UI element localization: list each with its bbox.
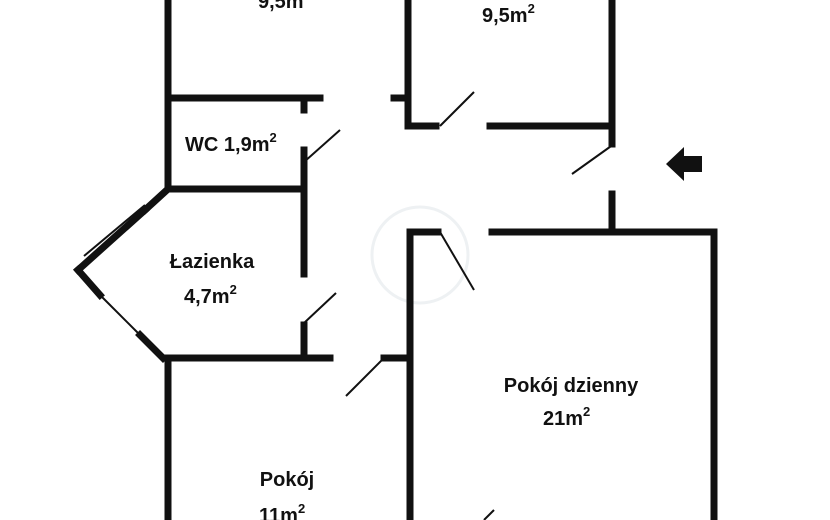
walls <box>73 0 718 520</box>
watermark <box>370 205 470 305</box>
room-name-bathroom: Łazienka <box>170 251 255 273</box>
room-label-wc: WC 1,9m2 <box>185 130 277 156</box>
arrow-left-icon <box>666 147 702 181</box>
room-area-living: 21m2 <box>543 404 590 430</box>
room-label-top-middle: 9,5m2 <box>482 1 535 27</box>
room-name-room: Pokój <box>260 469 314 491</box>
room-area-bathroom: 4,7m2 <box>184 282 237 308</box>
room-area-room: 11m2 <box>259 501 305 520</box>
room-label-top-left: 9,5m2 <box>258 0 311 13</box>
doors <box>83 91 615 520</box>
room-name-living: Pokój dzienny <box>504 375 639 397</box>
